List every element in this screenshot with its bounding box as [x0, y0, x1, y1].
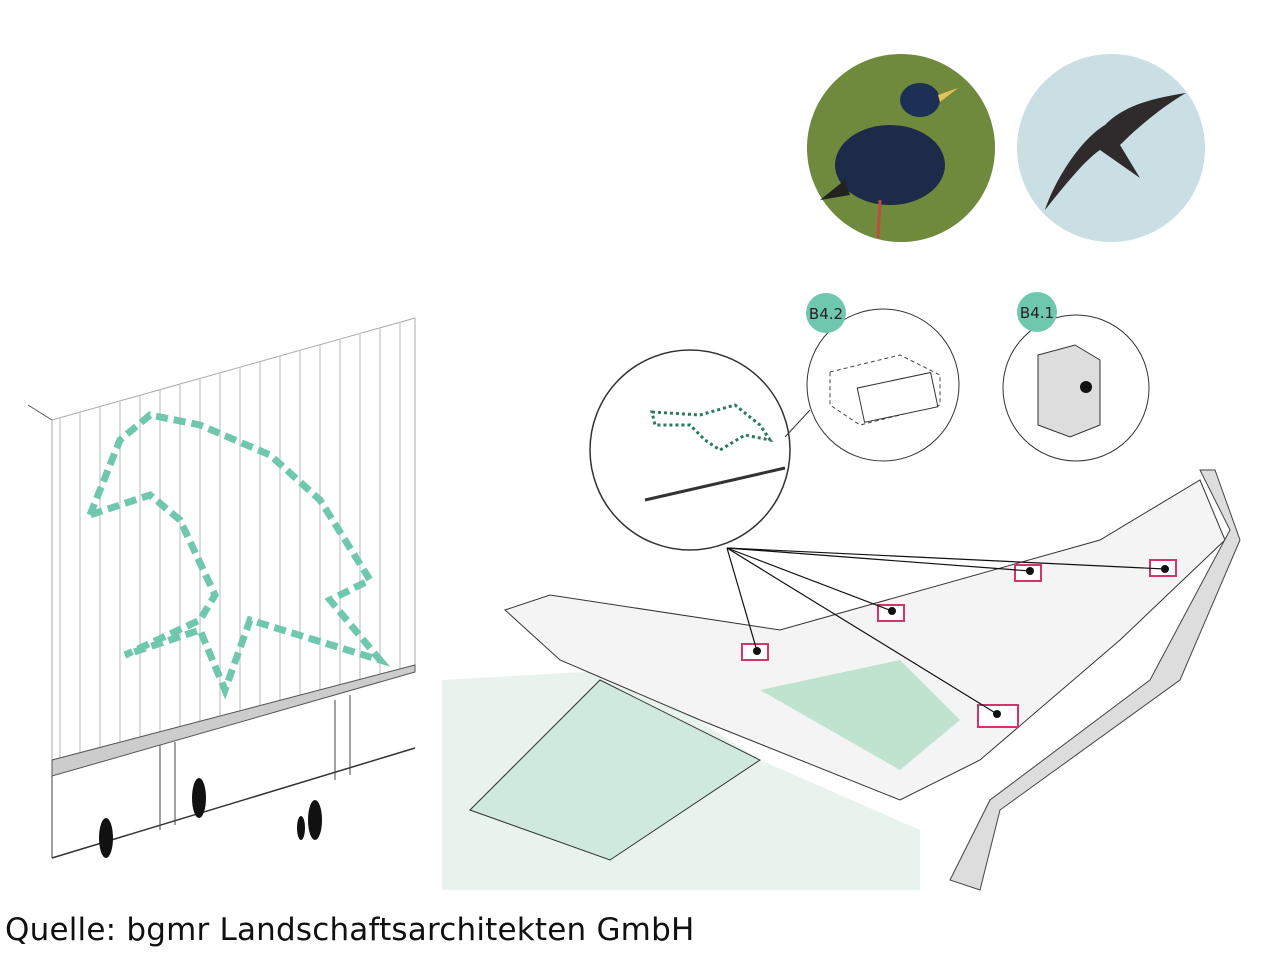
label-b42: B4.2: [809, 305, 843, 323]
badge-b42: [806, 293, 846, 333]
detail-b41: B4.1: [1002, 292, 1150, 462]
starling-photo: [807, 54, 995, 242]
facade-illustration: [27, 317, 416, 859]
badge-b41: [1017, 292, 1057, 332]
source-caption: Quelle: bgmr Landschaftsarchitekten GmbH: [5, 912, 695, 948]
swift-photo: [1017, 54, 1205, 242]
detail-b42: B4.2: [784, 293, 960, 462]
label-b41: B4.1: [1020, 304, 1054, 322]
district-map: [442, 469, 1241, 891]
facade-detail-callout: [589, 349, 791, 551]
